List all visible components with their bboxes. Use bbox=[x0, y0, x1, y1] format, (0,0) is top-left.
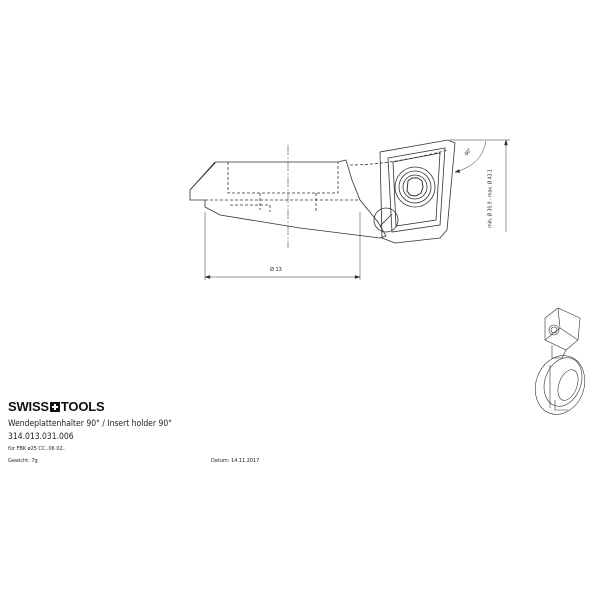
iso-view bbox=[534, 307, 586, 415]
side-view bbox=[189, 145, 387, 248]
drawing-title: Wendeplattenhalter 90° / Insert holder 9… bbox=[8, 419, 173, 429]
insert-view bbox=[349, 139, 456, 244]
range-dimension: min. Ø 30.9 - max. Ø 43.1 bbox=[487, 169, 494, 228]
article-number: 314.013.031.006 bbox=[8, 432, 74, 442]
date-label: Datum: 14.11.2017 bbox=[211, 458, 260, 464]
dimension-lines bbox=[204, 139, 510, 280]
compatibility-note: für FBK ø25 CC..06 02.. bbox=[8, 446, 66, 452]
logo-text-left: SWISS bbox=[8, 399, 49, 414]
swiss-cross-icon bbox=[49, 402, 60, 412]
diameter-dimension: Ø 13 bbox=[270, 267, 282, 273]
weight-label: Gewicht: 7g bbox=[8, 458, 38, 464]
swisstools-logo: SWISS TOOLS bbox=[8, 399, 105, 414]
logo-text-right: TOOLS bbox=[60, 399, 105, 414]
